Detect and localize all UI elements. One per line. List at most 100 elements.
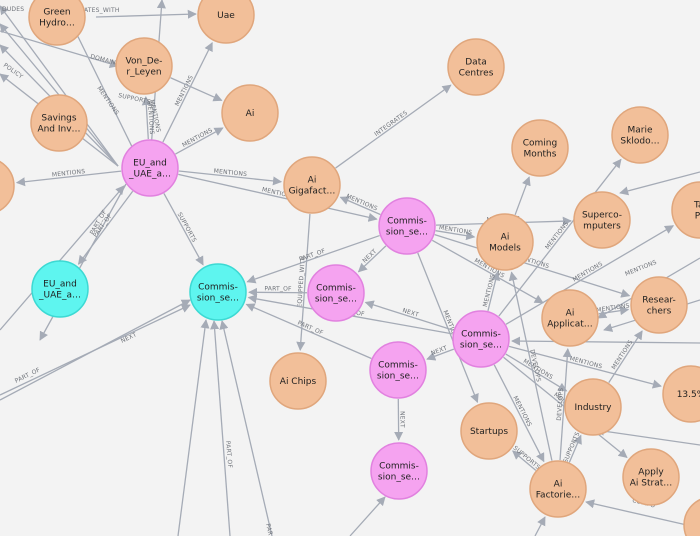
edge-eu_uae_doc-to-ai_gigafact[interactable]: MENTIONS: [178, 168, 283, 186]
edge-line[interactable]: [498, 158, 622, 317]
edge-von_der_leyen-to-ai[interactable]: [170, 77, 223, 102]
edge-line[interactable]: [15, 170, 122, 187]
offscreen-edge[interactable]: [511, 336, 700, 346]
edge-line[interactable]: [608, 330, 643, 384]
node-commission-right[interactable]: Commis-sion_se…: [452, 310, 510, 368]
offscreen-edge[interactable]: [95, 9, 197, 19]
offscreen-edge[interactable]: [219, 320, 273, 536]
node-uae[interactable]: Uae: [197, 0, 255, 44]
edge-line[interactable]: [77, 190, 134, 265]
node-circle-topic[interactable]: [31, 260, 89, 318]
edge-line[interactable]: [335, 84, 452, 169]
node-circle-entity[interactable]: [573, 191, 631, 249]
edge-line[interactable]: [141, 96, 151, 140]
node-circle-topic[interactable]: [189, 263, 247, 321]
node-von-der-leyen[interactable]: Von_De-r_Leyen: [115, 37, 173, 95]
node-commission-topic[interactable]: Commis-sion_se…: [189, 263, 247, 321]
edge-line[interactable]: [170, 77, 223, 102]
offscreen-edge[interactable]: [619, 171, 700, 196]
node-eu-uae-topic[interactable]: EU_and_UAE_a…: [31, 260, 89, 318]
edge-line[interactable]: [505, 353, 568, 392]
node-tal-po[interactable]: TalPo: [671, 181, 700, 239]
edge-eu_uae_doc-to-left_partial[interactable]: MENTIONS: [15, 168, 122, 187]
node-green-hydro[interactable]: GreenHydro…: [28, 0, 86, 46]
edge-line[interactable]: [559, 348, 572, 461]
offscreen-edge[interactable]: [177, 319, 210, 536]
edge-ai_applicat-to-researchers[interactable]: MENTIONS: [596, 302, 630, 316]
node-circle-entity[interactable]: [564, 378, 622, 436]
node-circle-document[interactable]: [378, 197, 436, 255]
edge-line[interactable]: [357, 245, 387, 273]
edge-line[interactable]: [493, 364, 545, 463]
edge-line[interactable]: [339, 196, 381, 216]
node-eu-uae-doc[interactable]: EU_and_UAE_a…: [121, 139, 179, 197]
node-circle-document[interactable]: [370, 442, 428, 500]
node-circle-entity[interactable]: [511, 119, 569, 177]
offscreen-edge[interactable]: [595, 426, 700, 446]
edge-line[interactable]: [163, 193, 204, 266]
edge-ai_models-to-coming_months[interactable]: [514, 176, 531, 216]
node-pct-135[interactable]: 13.5%: [662, 365, 700, 423]
node-circle-entity[interactable]: [30, 94, 88, 152]
node-circle-entity[interactable]: [460, 402, 518, 460]
edge-commission_mid-to-commission_topic[interactable]: PART_OF: [248, 285, 308, 297]
node-researchers[interactable]: Resear-chers: [630, 276, 688, 334]
offscreen-edge[interactable]: [349, 496, 386, 536]
node-commission-top[interactable]: Commis-sion_se…: [378, 197, 436, 255]
node-circle-document[interactable]: [121, 139, 179, 197]
node-circle-entity[interactable]: [622, 448, 680, 506]
node-ai-factorie[interactable]: AiFactorie…: [529, 460, 587, 518]
node-circle-entity[interactable]: [671, 181, 700, 239]
edge-line[interactable]: [246, 234, 380, 284]
offscreen-edge[interactable]: [0, 30, 119, 69]
node-circle-entity[interactable]: [662, 365, 700, 423]
edge-line[interactable]: [505, 225, 675, 325]
node-circle-document[interactable]: [307, 264, 365, 322]
node-circle-entity[interactable]: [683, 497, 700, 536]
edge-line[interactable]: [568, 434, 582, 463]
node-ai-applicat[interactable]: AiApplicat…: [541, 289, 599, 347]
node-startups[interactable]: Startups: [460, 402, 518, 460]
edge-line[interactable]: [598, 306, 630, 316]
node-circle-entity[interactable]: [115, 37, 173, 95]
edge-ai_factorie-to-ai_applicat[interactable]: DEVELOPS: [556, 348, 572, 461]
edge-line[interactable]: [426, 348, 455, 361]
node-circle-entity[interactable]: [529, 460, 587, 518]
node-circle-entity[interactable]: [476, 213, 534, 271]
offscreen-edge[interactable]: [0, 299, 191, 401]
edge-line[interactable]: [487, 271, 501, 312]
offscreen-edge[interactable]: [0, 185, 125, 331]
node-circle-entity[interactable]: [28, 0, 86, 46]
node-circle-entity[interactable]: [269, 352, 327, 410]
node-left-partial[interactable]: [0, 158, 15, 214]
node-commission-bottom[interactable]: Commis-sion_se…: [370, 442, 428, 500]
node-marie[interactable]: MarieSklodo…: [611, 106, 669, 164]
edge-commission_center-to-commission_bottom[interactable]: NEXT: [394, 398, 406, 441]
node-commission-center[interactable]: Commis-sion_se…: [369, 341, 427, 399]
edge-line[interactable]: [508, 345, 662, 389]
node-circle-entity[interactable]: [221, 84, 279, 142]
node-bottom-right-partial[interactable]: [683, 497, 700, 536]
edge-line[interactable]: [175, 127, 224, 155]
edge-line[interactable]: [364, 300, 454, 331]
edge-eu_uae_doc-to-von_der_leyen[interactable]: MENTIONS: [141, 96, 155, 140]
edge-line[interactable]: [434, 234, 631, 298]
offscreen-edge[interactable]: [585, 499, 700, 529]
offscreen-edge[interactable]: [0, 5, 119, 167]
offscreen-edge[interactable]: [210, 320, 231, 536]
edge-line[interactable]: [178, 170, 283, 186]
node-circle-entity[interactable]: [447, 38, 505, 96]
edge-line[interactable]: [435, 230, 476, 241]
offscreen-edge[interactable]: [534, 516, 546, 536]
node-circle-entity[interactable]: [283, 156, 341, 214]
edge-line[interactable]: [178, 173, 378, 222]
node-industry[interactable]: Industry: [564, 378, 622, 436]
node-circle-entity[interactable]: [611, 106, 669, 164]
node-circle-entity[interactable]: [541, 289, 599, 347]
edge-line[interactable]: [514, 176, 531, 216]
